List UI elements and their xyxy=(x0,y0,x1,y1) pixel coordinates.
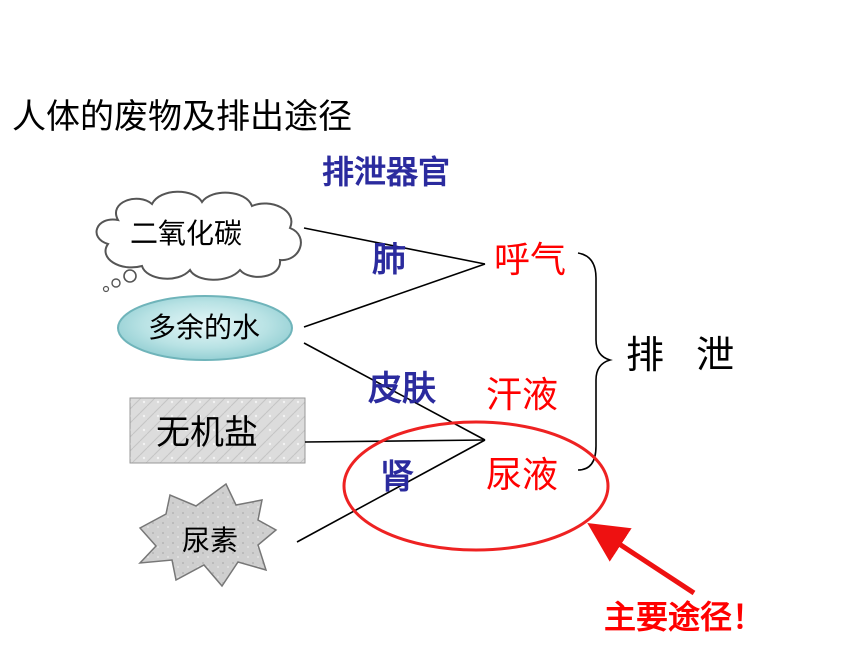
organ-lung: 肺 xyxy=(372,240,406,280)
main-route-callout: 主要途径！ xyxy=(604,598,765,636)
waste-co2: 二氧化碳 xyxy=(130,217,243,250)
water-ellipse-shape xyxy=(117,295,293,361)
urea-to-kidney-line xyxy=(296,439,486,543)
salt-to-kidney-line xyxy=(304,439,486,443)
organ-skin: 皮肤 xyxy=(368,369,436,409)
waste-water: 多余的水 xyxy=(148,311,261,344)
co2-cloud-shape xyxy=(95,190,302,293)
route-urine: 尿液 xyxy=(486,455,559,496)
summary-brace xyxy=(577,252,613,471)
water-to-lung-line xyxy=(303,263,486,328)
route-breath: 呼气 xyxy=(494,240,567,281)
excretion-label: 排 泄 xyxy=(626,333,745,377)
route-sweat: 汗液 xyxy=(486,375,559,416)
co2-to-lung-line xyxy=(303,227,486,265)
waste-salt: 无机盐 xyxy=(156,413,258,453)
main-route-highlight xyxy=(342,420,610,552)
main-route-arrow xyxy=(587,523,696,596)
excretory-organs-header: 排泄器官 xyxy=(322,153,451,191)
page-title: 人体的废物及排出途径 xyxy=(12,97,352,137)
salt-box-shape xyxy=(129,397,306,464)
organ-kidney: 肾 xyxy=(380,457,414,497)
waste-urea: 尿素 xyxy=(182,524,239,557)
urea-burst-shape xyxy=(138,482,278,588)
